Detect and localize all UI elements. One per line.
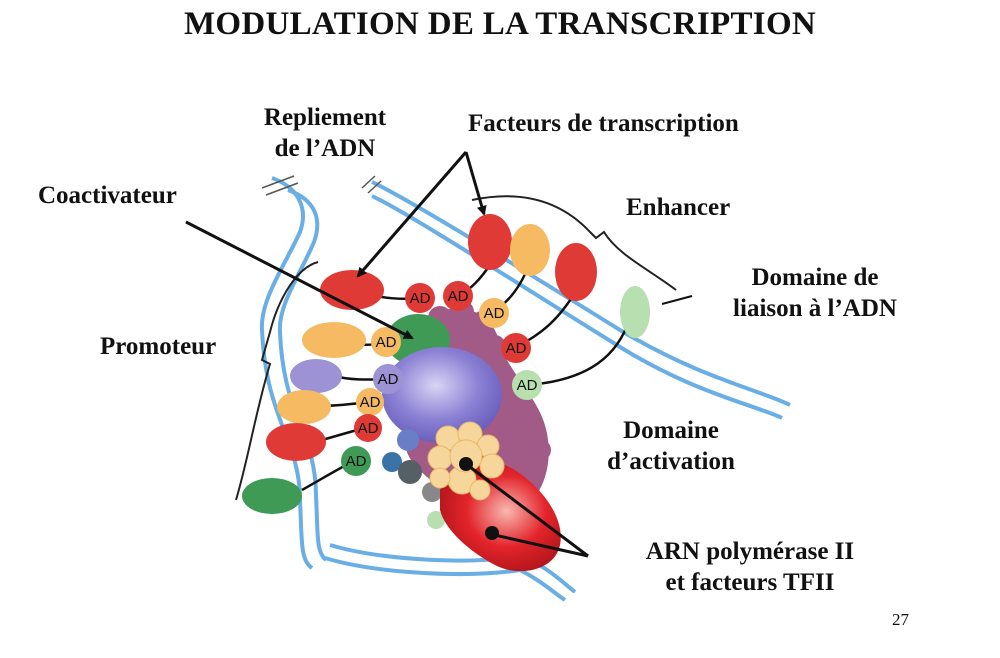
svg-text:AD: AD (376, 334, 397, 351)
factor-red-2 (555, 243, 597, 301)
svg-text:AD: AD (448, 288, 469, 305)
pointer-arn-polymerase (489, 532, 589, 558)
factor-green-1 (242, 478, 302, 514)
svg-text:AD: AD (378, 371, 399, 388)
factor-red-3 (320, 270, 384, 310)
factor-orange-2 (302, 322, 366, 358)
label-facteurs-transcription: Facteurs de transcription (468, 110, 739, 137)
svg-text:AD: AD (506, 340, 527, 357)
arrow-coactivateur (185, 220, 414, 340)
small-factors (382, 429, 445, 529)
general-factor-core (382, 347, 502, 443)
ad-domain: AD (341, 446, 371, 476)
label-enhancer: Enhancer (626, 194, 731, 221)
svg-text:AD: AD (484, 305, 505, 322)
ad-domain: AD (479, 298, 509, 328)
dna-break-marks (261, 175, 382, 196)
pointer-arn-tfii (465, 462, 589, 558)
svg-text:AD: AD (346, 453, 367, 470)
factor-red-4 (266, 423, 326, 461)
label-domaine-liaison: Domaine de liaison à l’ADN (733, 264, 897, 322)
ad-domain: AD (354, 414, 382, 442)
polymerase-dot (485, 526, 499, 540)
svg-text:AD: AD (360, 394, 381, 411)
arrow-facteurs-right (464, 151, 487, 216)
enhancer-bracket (471, 195, 677, 291)
factor-lavender-1 (290, 359, 342, 393)
label-arn-polymerase: ARN polymérase II et facteurs TFII (645, 538, 855, 596)
ad-domain: AD (371, 327, 401, 357)
svg-text:AD: AD (517, 377, 538, 394)
label-coactivateur: Coactivateur (38, 182, 177, 209)
svg-text:AD: AD (358, 420, 379, 437)
tfii-cluster (427, 421, 505, 501)
ad-domain: AD (373, 364, 403, 394)
slide-title: MODULATION DE LA TRANSCRIPTION (183, 6, 817, 42)
ad-domain: AD (501, 333, 531, 363)
page-number: 27 (892, 610, 909, 629)
ad-domain: AD (512, 370, 542, 400)
tfii-dot (459, 457, 473, 471)
ad-domain: AD (356, 388, 384, 416)
label-repliement: Repliement de l’ADN (263, 104, 387, 162)
factor-red-1 (468, 214, 512, 270)
label-domaine-activation: Domaine d’activation (607, 417, 735, 475)
svg-text:AD: AD (410, 290, 431, 307)
dna-binding-factor (620, 286, 650, 338)
annotation-arrows (185, 151, 693, 558)
ad-domain: AD (443, 281, 473, 311)
ad-domain: AD (405, 283, 435, 313)
factor-orange-1 (510, 224, 550, 276)
arrow-facteurs-left (356, 151, 468, 278)
pointer-domaine-liaison (661, 295, 693, 305)
label-promoteur: Promoteur (100, 333, 217, 360)
activation-domains: AD AD AD AD AD AD AD AD AD AD (341, 281, 542, 476)
factor-orange-3 (277, 390, 331, 424)
